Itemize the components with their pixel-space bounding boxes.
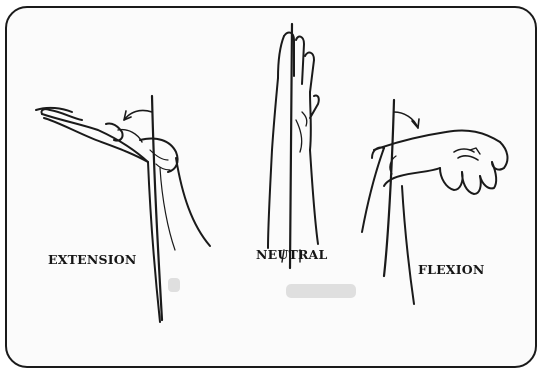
extension-hand-drawing (36, 96, 210, 322)
neutral-hand-drawing (268, 24, 319, 268)
neutral-label: NEUTRAL (256, 247, 327, 262)
flexion-label: FLEXION (418, 262, 484, 277)
extension-label: EXTENSION (48, 252, 136, 267)
